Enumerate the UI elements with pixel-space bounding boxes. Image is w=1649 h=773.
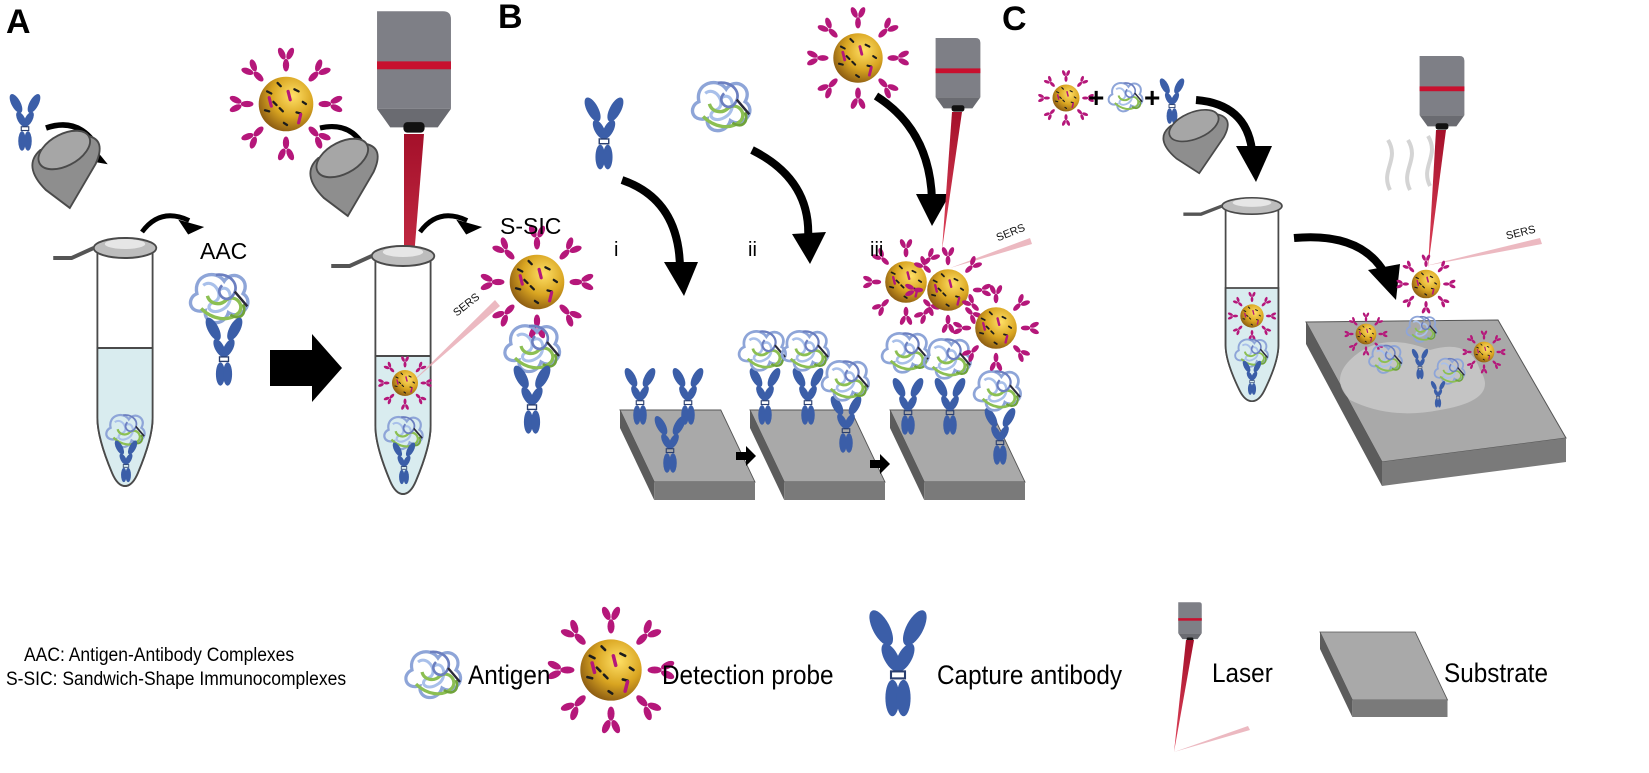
laser-c [1419, 56, 1465, 130]
ssic-label: S-SIC [500, 213, 562, 239]
laser-b [935, 38, 981, 112]
step-ii-label: ii [748, 239, 757, 261]
step-i-label: i [614, 239, 619, 261]
abbrev-ssic-text: Sandwich-Shape Immunocomplexes [62, 669, 347, 690]
b2-ag3 [820, 360, 870, 402]
abbrev-aac: AAC: Antigen-Antibody Complexes [24, 646, 294, 665]
arrow-b-step2 [870, 454, 890, 474]
b2-ag2 [780, 330, 830, 372]
laser-a [377, 11, 451, 133]
panel-label-a: A [6, 3, 31, 41]
arrow-b-step1 [736, 446, 756, 466]
abbrev-ssic-sep: : [52, 669, 58, 690]
arrow-a-main [270, 334, 342, 402]
legend-antigen-icon [404, 650, 463, 700]
sers-beam-c [1425, 238, 1542, 266]
substrate-b2 [749, 409, 886, 501]
ssic-probe [480, 225, 595, 340]
legend-antibody-icon [863, 605, 933, 718]
arrow-b3 [873, 92, 936, 201]
c-probe-top [1396, 254, 1456, 314]
arrow-a4 [418, 202, 483, 252]
aac-antibody [201, 314, 247, 387]
panel-b-graphics [580, 6, 1039, 501]
ssic-antibody [509, 362, 555, 435]
laser-beam-b [942, 112, 962, 250]
abbrev-aac-term: AAC [24, 645, 60, 666]
abbrev-ssic-term: S-SIC [6, 669, 53, 690]
abbrev-ssic: S-SIC: Sandwich-Shape Immunocomplexes [6, 670, 346, 689]
b3-ag1 [880, 332, 930, 374]
legend-antigen-label: Antigen [468, 660, 551, 690]
substrate-b1 [619, 409, 756, 501]
panel-c-graphics [1038, 56, 1567, 486]
capture-antibody-a1 [6, 91, 44, 152]
detection-probe-a [229, 47, 344, 162]
legend-probe-label: Detection probe [662, 660, 834, 690]
abbrev-aac-sep: : [59, 645, 65, 666]
b3-ag2 [922, 338, 972, 380]
laser-beam-c [1428, 130, 1446, 268]
abbrev-aac-text: Antigen-Antibody Complexes [68, 645, 295, 666]
aac-label: AAC [200, 238, 248, 264]
arrow-c1 [1195, 96, 1256, 151]
panel-label-c: C [1002, 0, 1027, 38]
capture-antibody-b1 [580, 94, 628, 171]
plus-sign-2: + [1144, 82, 1161, 113]
legend-antibody-label: Capture antibody [937, 660, 1123, 690]
evaporation-lines [1385, 134, 1434, 191]
legend-substrate-icon [1319, 631, 1448, 718]
detection-probe-b [806, 6, 910, 110]
panel-label-b: B [498, 0, 523, 36]
sers-beam-b [950, 238, 1032, 268]
aac-antigen [188, 272, 250, 325]
c-antigen-small [1107, 81, 1144, 113]
b3-ag3 [972, 370, 1022, 412]
sers-beam-a [410, 300, 500, 384]
arrow-b2 [750, 146, 813, 241]
legend-probe-icon [546, 605, 675, 734]
legend-laser-beam [1174, 640, 1194, 752]
legend-graphics [404, 602, 1448, 752]
legend-laser-label: Laser [1212, 658, 1273, 688]
panel-a-graphics [6, 11, 595, 496]
antigen-b [690, 80, 752, 133]
b2-ag1 [737, 330, 787, 372]
step-iii-label: iii [870, 239, 884, 261]
arrow-b1 [620, 176, 684, 271]
plus-sign-1: + [1088, 82, 1105, 113]
c-probe-small [1038, 70, 1095, 127]
arrow-c2 [1293, 233, 1388, 275]
legend-substrate-label: Substrate [1444, 658, 1549, 688]
legend-laser-icon [1178, 602, 1202, 641]
